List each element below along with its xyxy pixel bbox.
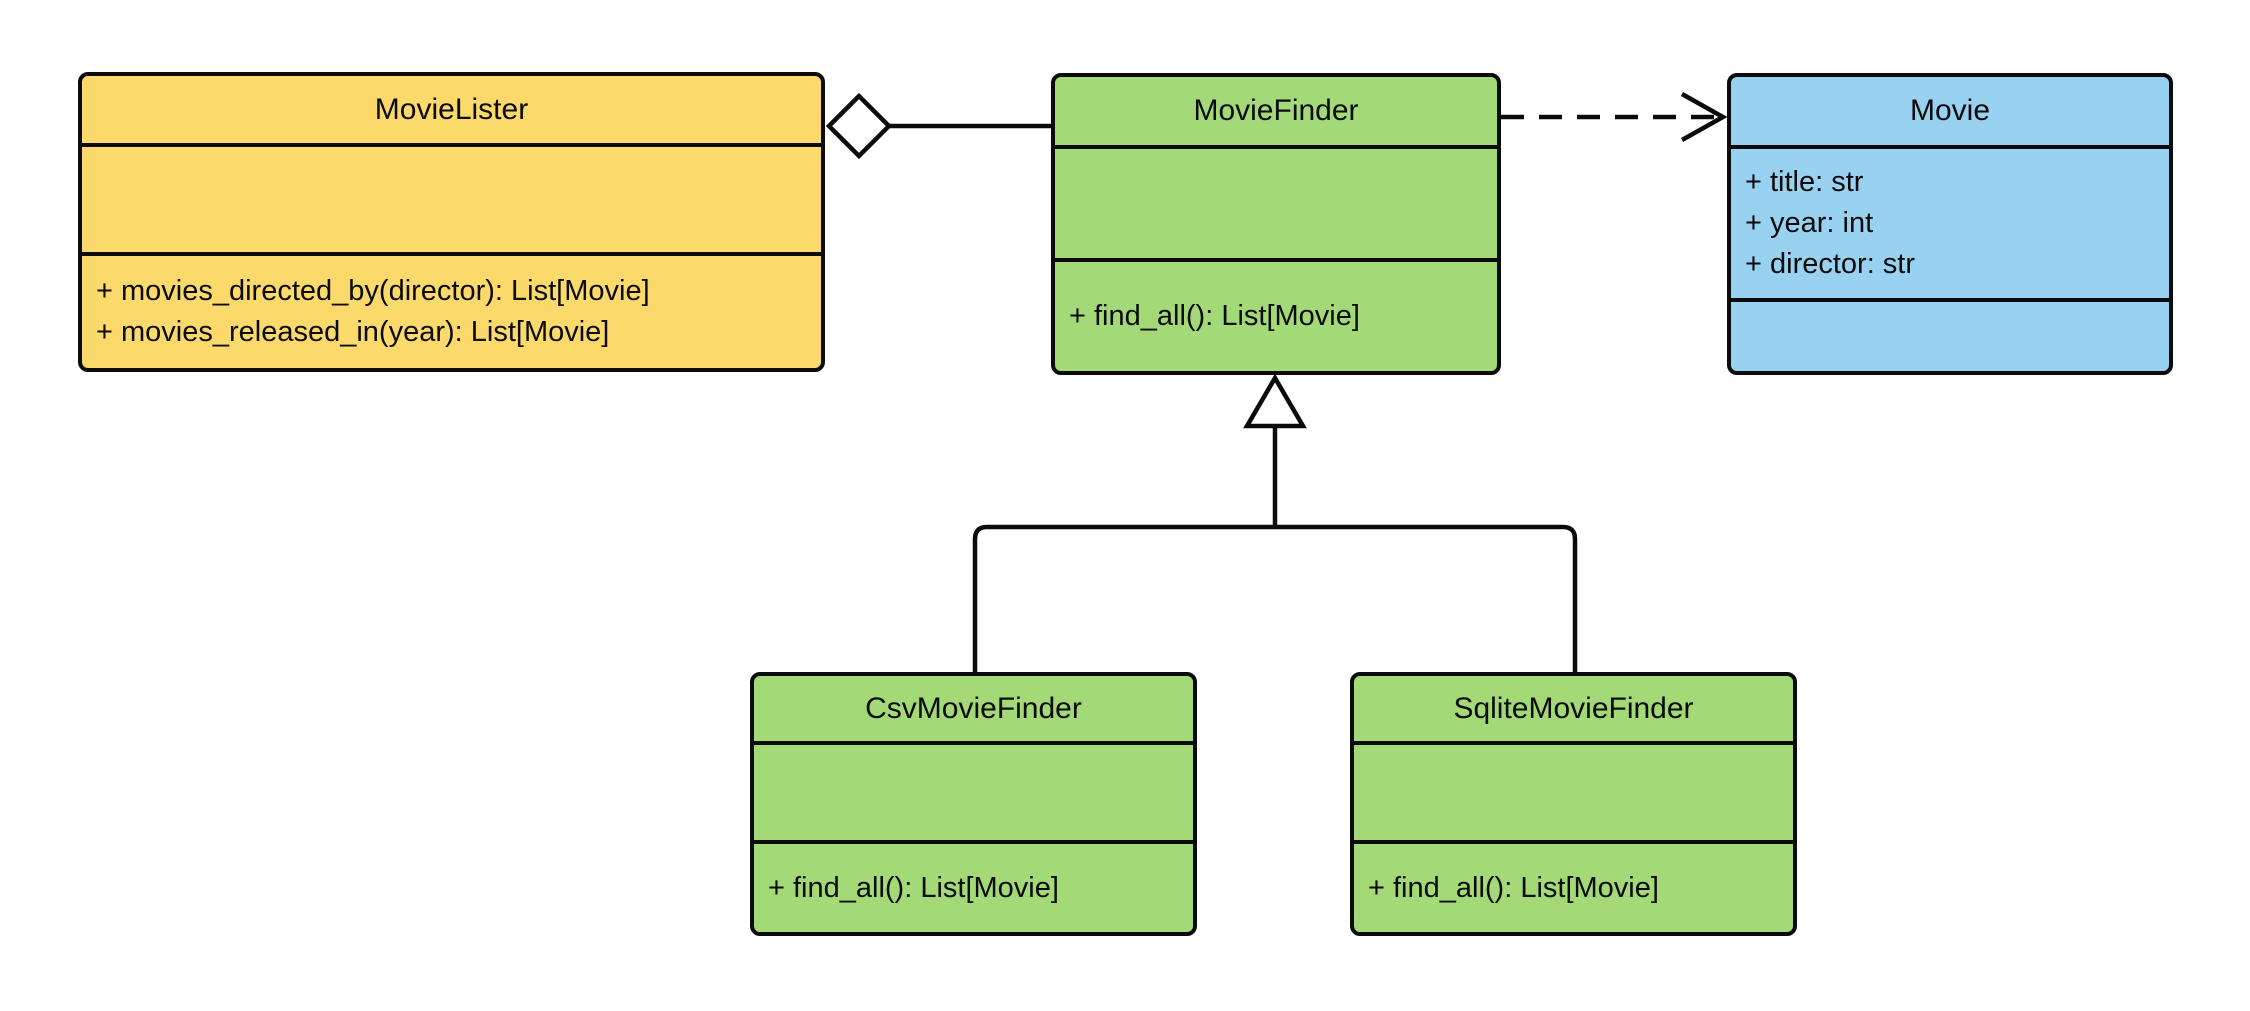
class-attributes-csvmoviefinder xyxy=(754,741,1193,840)
class-sqlitemoviefinder: SqliteMovieFinder + find_all(): List[Mov… xyxy=(1350,672,1797,936)
method-label: + movies_directed_by(director): List[Mov… xyxy=(96,275,650,307)
inheritance-branch-line xyxy=(972,524,1578,674)
class-attributes-moviefinder xyxy=(1055,145,1497,258)
class-moviefinder: MovieFinder + find_all(): List[Movie] xyxy=(1051,73,1501,375)
attribute-label: + year: int xyxy=(1745,207,1874,239)
class-name-sqlitemoviefinder: SqliteMovieFinder xyxy=(1453,691,1694,725)
attribute-label: + director: str xyxy=(1745,248,1916,280)
class-name-moviefinder: MovieFinder xyxy=(1193,94,1359,127)
class-methods-sqlitemoviefinder: + find_all(): List[Movie] xyxy=(1354,840,1793,932)
aggregation-diamond-icon xyxy=(825,92,893,160)
dependency-arrowhead-icon xyxy=(1680,92,1728,142)
class-attributes-sqlitemoviefinder xyxy=(1354,741,1793,840)
class-name-movie: Movie xyxy=(1909,94,1991,127)
attribute-label: + title: str xyxy=(1745,166,1864,198)
class-attributes-movie: + title: str + year: int + director: str xyxy=(1731,145,2169,298)
class-methods-moviefinder: + find_all(): List[Movie] xyxy=(1055,258,1497,371)
class-name-csvmoviefinder: CsvMovieFinder xyxy=(865,691,1082,725)
method-label: + movies_released_in(year): List[Movie] xyxy=(96,316,610,348)
class-methods-movielister: + movies_directed_by(director): List[Mov… xyxy=(82,252,821,368)
class-methods-movie xyxy=(1731,298,2169,371)
class-attributes-movielister xyxy=(82,143,821,252)
class-csvmoviefinder: CsvMovieFinder + find_all(): List[Movie] xyxy=(750,672,1197,936)
inheritance-triangle-icon xyxy=(1243,373,1307,429)
class-movielister: MovieLister + movies_directed_by(directo… xyxy=(78,72,825,372)
class-movie: Movie + title: str + year: int + directo… xyxy=(1727,73,2173,375)
method-label: + find_all(): List[Movie] xyxy=(1368,871,1659,904)
method-label: + find_all(): List[Movie] xyxy=(768,871,1059,904)
class-methods-csvmoviefinder: + find_all(): List[Movie] xyxy=(754,840,1193,932)
class-name-movielister: MovieLister xyxy=(374,92,529,126)
method-label: + find_all(): List[Movie] xyxy=(1069,300,1360,332)
